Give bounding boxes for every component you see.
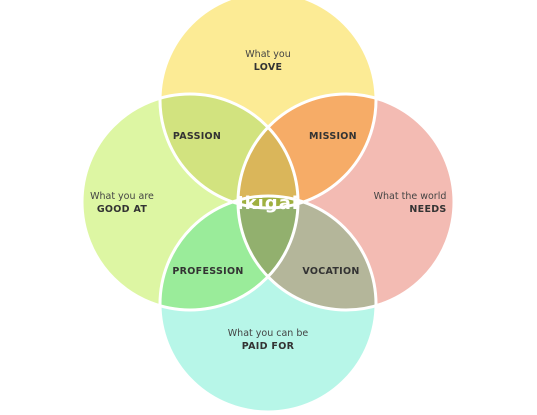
circle-outlines xyxy=(80,0,456,414)
needs-label-line2: NEEDS xyxy=(409,204,446,215)
paid-for-label-line1: What you can be xyxy=(228,328,309,339)
good-at-label-line1: What you are xyxy=(90,191,154,202)
mission-label: MISSION xyxy=(309,131,357,142)
love-label-line1: What you xyxy=(245,49,290,60)
love-label-line2: LOVE xyxy=(254,62,283,73)
ikigai-label: Ikigai xyxy=(237,193,299,214)
vocation-label: VOCATION xyxy=(302,266,359,277)
passion-label: PASSION xyxy=(173,131,221,142)
good-at-label-line2: GOOD AT xyxy=(97,204,148,215)
needs-label-line1: What the world xyxy=(374,191,447,202)
paid-for-label-line2: PAID FOR xyxy=(242,341,295,352)
profession-label: PROFESSION xyxy=(172,266,243,277)
